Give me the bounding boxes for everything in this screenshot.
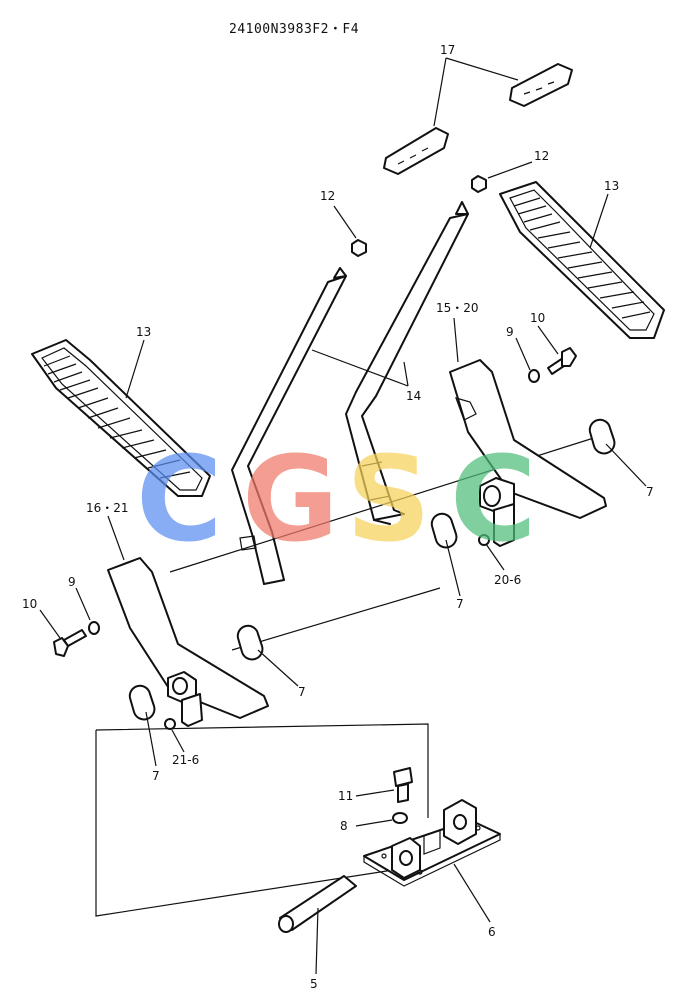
callout-9a: 9: [506, 325, 514, 339]
leader-5: [315, 907, 319, 975]
pedal-arm-left: [107, 557, 269, 727]
callout-15-20: 15・20: [436, 301, 479, 315]
callout-7d: 7: [152, 769, 160, 783]
pedal-rod-left: [231, 267, 347, 585]
leader-9b: [75, 587, 91, 621]
callout-5: 5: [310, 977, 318, 991]
watermark-logo: C G S C: [136, 430, 537, 568]
nut-12-upper: [471, 175, 487, 193]
callout-8: 8: [340, 819, 348, 833]
callout-17: 17: [440, 43, 455, 57]
callout-9b: 9: [68, 575, 76, 589]
leader-10b: [39, 609, 61, 639]
bolt-10-left: [53, 629, 87, 657]
leader-20-6: [485, 543, 505, 571]
bushing-7-c: [236, 624, 264, 661]
callout-11: 11: [338, 789, 353, 803]
leader-14: [311, 349, 409, 387]
leader-9a: [515, 337, 531, 371]
callout-7a: 7: [646, 485, 654, 499]
leader-15-20: [453, 317, 459, 363]
callout-13b: 13: [604, 179, 619, 193]
callout-10a: 10: [530, 311, 545, 325]
leader-7b: [445, 539, 461, 597]
pedal-pad-left: [31, 339, 211, 497]
pedal-rod-right: [345, 201, 469, 525]
watermark-letter-s: S: [346, 430, 431, 568]
bushing-7-d: [128, 684, 156, 721]
bushing-7-b: [430, 512, 458, 549]
leader-16-21: [107, 515, 125, 561]
washer-9-right: [528, 369, 540, 383]
callout-13a: 13: [136, 325, 151, 339]
callout-16-21: 16・21: [86, 501, 129, 515]
watermark-letter-c1: C: [136, 430, 223, 568]
washer-8: [392, 812, 408, 824]
bolt-10-right: [547, 347, 577, 375]
drawing-number: 24100N3983F2・F4: [229, 22, 359, 37]
callout-7b: 7: [456, 597, 464, 611]
leader-12b: [487, 161, 533, 179]
watermark-letter-g: G: [242, 430, 339, 568]
leader-13b: [589, 193, 609, 249]
washer-9-left: [88, 621, 100, 635]
bushing-7-a: [588, 418, 616, 455]
pin-20-6: [478, 534, 490, 546]
callout-12b: 12: [534, 149, 549, 163]
callout-20-6: 20-6: [494, 573, 521, 587]
leader-21-6: [171, 729, 185, 753]
leader-12a: [333, 205, 357, 239]
callout-6: 6: [488, 925, 496, 939]
pin-21-6: [164, 718, 176, 730]
leader-11: [355, 789, 395, 797]
callout-7c: 7: [298, 685, 306, 699]
detail-frame: [95, 723, 429, 917]
leader-7d: [145, 711, 157, 767]
callout-10b: 10: [22, 597, 37, 611]
leader-6: [453, 863, 491, 923]
leader-10a: [537, 325, 559, 355]
watermark-letter-c2: C: [450, 430, 537, 568]
leader-7a: [605, 443, 647, 487]
leader-13a: [125, 339, 145, 399]
leader-7c: [257, 649, 299, 687]
pedal-arm-right: [449, 359, 607, 547]
callout-14: 14: [406, 389, 421, 403]
pin-5: [278, 875, 357, 933]
bracket-6: [363, 799, 501, 887]
callout-12a: 12: [320, 189, 335, 203]
nut-12-lower: [351, 239, 367, 257]
pedal-cover-rubber: [383, 63, 573, 175]
leader-17: [433, 57, 519, 127]
pedal-pad-right: [499, 181, 665, 339]
callout-21-6: 21-6: [172, 753, 199, 767]
bolt-11: [393, 767, 413, 803]
leader-8: [355, 819, 393, 827]
